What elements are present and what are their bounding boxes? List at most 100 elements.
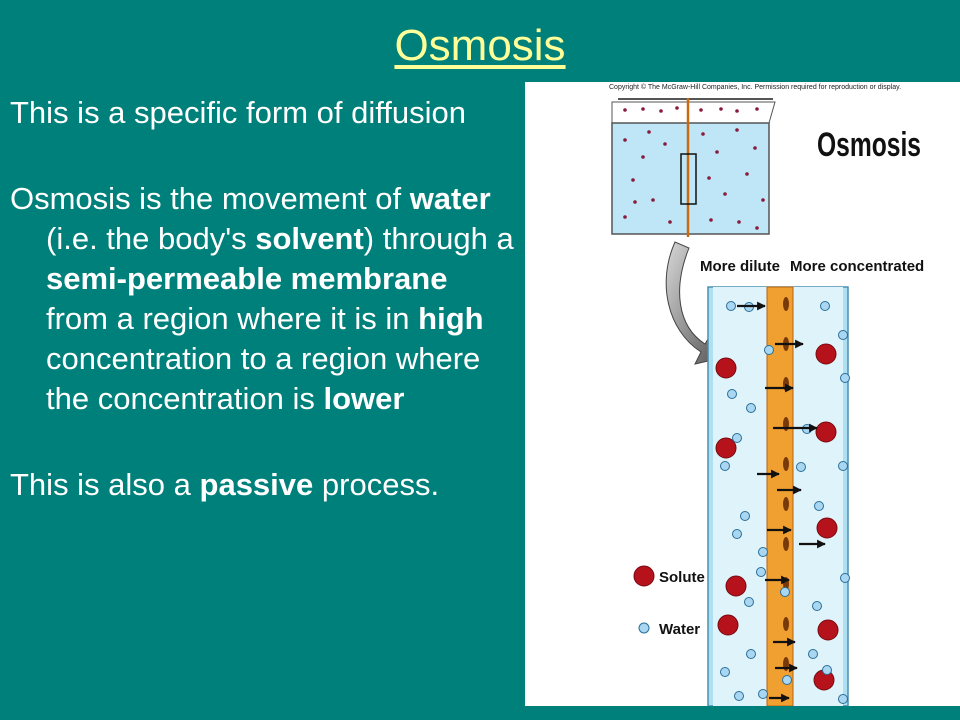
tank-solute-dot <box>701 132 705 136</box>
bullet-text: concentration to a region where the conc… <box>46 341 481 416</box>
solute-particle <box>715 357 737 379</box>
water-particle <box>732 433 742 443</box>
bullet-text: from a region where it is in <box>46 301 419 336</box>
tank-solute-dot <box>668 220 672 224</box>
water-particle <box>758 689 768 699</box>
tank-solute-dot <box>675 106 679 110</box>
solute-particle <box>717 614 739 636</box>
solute-particle <box>816 517 838 539</box>
tank-solute-dot <box>761 198 765 202</box>
tank-solute-dot <box>715 150 719 154</box>
copyright-notice: Copyright © The McGraw-Hill Companies, I… <box>609 83 901 91</box>
water-particle <box>838 694 848 704</box>
water-particle <box>814 501 824 511</box>
slide-title: Osmosis <box>394 21 566 70</box>
membrane-pore <box>783 497 789 511</box>
tank-back <box>618 98 773 100</box>
label-more-dilute: More dilute <box>700 258 780 275</box>
water-particle <box>720 461 730 471</box>
water-particle <box>838 330 848 340</box>
bullet-item-passive: This is also a passive process. <box>10 465 515 505</box>
membrane-pore <box>783 297 789 311</box>
legend: Solute Water <box>633 565 705 638</box>
tank-solute-dot <box>651 198 655 202</box>
tank-solute-dot <box>659 109 663 113</box>
bullet-text: ) through a <box>363 221 514 256</box>
tank-solute-dot <box>641 107 645 111</box>
tank-solute-dot <box>723 192 727 196</box>
bullet-item-definition: Osmosis is the movement of water (i.e. t… <box>10 179 515 419</box>
water-particle <box>746 403 756 413</box>
tank-solute-dot <box>641 155 645 159</box>
membrane-pore <box>783 617 789 631</box>
flow-arrows <box>737 301 826 703</box>
tank-solute-dot <box>709 218 713 222</box>
osmosis-diagram-svg: Copyright © The McGraw-Hill Companies, I… <box>609 83 924 706</box>
water-particle <box>796 462 806 472</box>
water-particle <box>808 649 818 659</box>
tank-solute-dot <box>735 109 739 113</box>
water-particle <box>756 567 766 577</box>
tank-solute-dot <box>735 128 739 132</box>
water-particle <box>840 573 850 583</box>
bullet-text: (i.e. the body's <box>46 221 256 256</box>
tank-solute-dot <box>623 215 627 219</box>
bullet-text: process. <box>313 467 440 502</box>
water-particle <box>726 301 736 311</box>
water-particle <box>822 665 832 675</box>
membrane-strip <box>766 286 794 706</box>
water-particle <box>720 667 730 677</box>
water-particle <box>740 511 750 521</box>
solute-icon <box>633 565 655 587</box>
osmosis-diagram: Copyright © The McGraw-Hill Companies, I… <box>525 82 960 706</box>
bold-term: high <box>418 301 484 336</box>
solute-particle <box>725 575 747 597</box>
tank-front <box>611 122 770 235</box>
tank-solute-dot <box>647 130 651 134</box>
water-particle <box>744 597 754 607</box>
figure-heading: Osmosis <box>817 126 921 164</box>
bold-term: solvent <box>255 221 364 256</box>
tank-solute-dot <box>755 226 759 230</box>
bold-term: passive <box>199 467 314 502</box>
water-icon <box>638 622 650 634</box>
bold-term: water <box>409 181 491 216</box>
water-particle <box>746 649 756 659</box>
solute-particle <box>815 421 837 443</box>
membrane-pore <box>783 457 789 471</box>
label-more-concentrated: More concentrated <box>790 258 924 275</box>
water-particle <box>780 587 790 597</box>
water-particle <box>764 345 774 355</box>
bullet-item-diffusion: This is a specific form of diffusion <box>10 93 515 133</box>
water-particle <box>732 529 742 539</box>
water-tank <box>611 98 776 237</box>
solute-particle <box>817 619 839 641</box>
tank-water <box>612 123 769 234</box>
tank-solute-dot <box>663 142 667 146</box>
tank-solute-dot <box>623 138 627 142</box>
water-particle <box>838 461 848 471</box>
tank-solute-dot <box>719 107 723 111</box>
legend-water-label: Water <box>659 621 700 638</box>
water-particle <box>734 691 744 701</box>
water-particle <box>840 373 850 383</box>
water-particle <box>812 601 822 611</box>
tank-solute-dot <box>755 107 759 111</box>
tank-solute-dot <box>737 220 741 224</box>
tank-solute-dot <box>707 176 711 180</box>
bold-term: semi-permeable membrane <box>46 261 448 296</box>
membrane-pore <box>783 537 789 551</box>
tank-solute-dot <box>745 172 749 176</box>
tank-solute-dot <box>699 108 703 112</box>
bullet-text: Osmosis is the movement of <box>10 181 410 216</box>
solute-particle <box>815 343 837 365</box>
tank-top <box>611 101 776 124</box>
water-particle <box>727 389 737 399</box>
bullet-list: This is a specific form of diffusion Osm… <box>10 93 515 505</box>
legend-solute-label: Solute <box>659 569 705 586</box>
bullet-text: This is also a <box>10 467 200 502</box>
solute-particle <box>715 437 737 459</box>
tank-solute-dot <box>753 146 757 150</box>
bullet-text: This is a specific form of diffusion <box>10 95 466 130</box>
tank-solute-dot <box>631 178 635 182</box>
